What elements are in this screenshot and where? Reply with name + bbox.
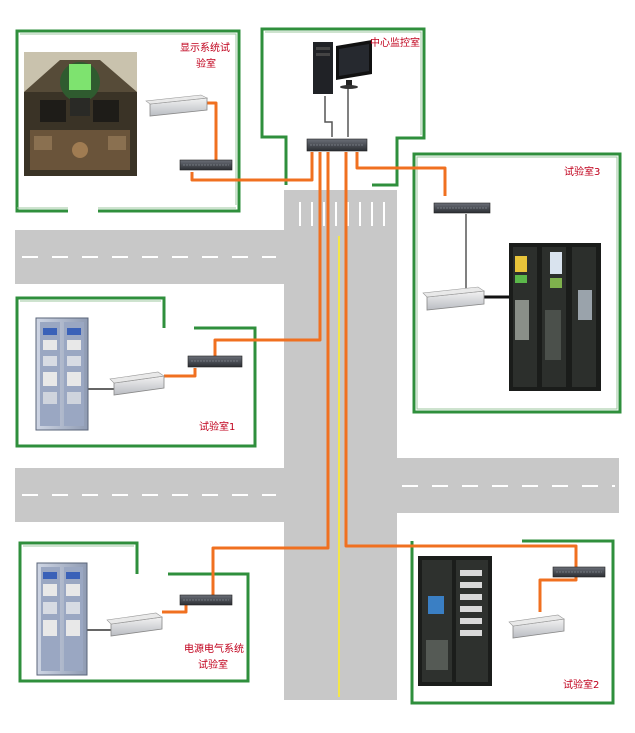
label-display-lab-line2: 验室 bbox=[196, 59, 216, 70]
lab2-server-unit bbox=[508, 614, 565, 639]
monitor-icon bbox=[336, 40, 372, 89]
label-power-lab-line2: 试验室 bbox=[198, 660, 228, 671]
wall-lab2 bbox=[410, 539, 615, 705]
lab3-server-unit bbox=[422, 286, 485, 311]
road-network bbox=[15, 190, 619, 700]
switch-lab1 bbox=[187, 355, 243, 368]
lab1-rack bbox=[35, 317, 89, 431]
vertical-road bbox=[284, 190, 397, 700]
cockpit-photo bbox=[24, 52, 137, 176]
cable-display-server bbox=[207, 101, 218, 162]
display-server-unit bbox=[145, 94, 209, 117]
cable-display-uplink bbox=[190, 152, 314, 182]
cable-lab1-server bbox=[164, 368, 197, 378]
cable-power-server bbox=[162, 604, 188, 614]
label-power-lab-line1: 电源电气系统 bbox=[184, 644, 244, 655]
computer-tower-icon bbox=[313, 42, 333, 94]
wall-lab3 bbox=[412, 152, 622, 414]
label-lab1: 试验室1 bbox=[199, 422, 236, 433]
cable-lab2-uplink bbox=[344, 152, 578, 612]
wall-lab1 bbox=[15, 296, 257, 448]
label-lab3: 试验室3 bbox=[564, 167, 601, 178]
lab1-server-unit bbox=[109, 371, 165, 396]
lab2-rack bbox=[418, 556, 492, 686]
cable-lab1-uplink bbox=[213, 152, 322, 356]
wall-power-lab bbox=[18, 541, 250, 683]
cable-power-uplink bbox=[211, 152, 330, 596]
cable-computer bbox=[324, 96, 333, 137]
label-display-lab-line1: 显示系统试 bbox=[180, 43, 230, 54]
label-lab2: 试验室2 bbox=[563, 680, 600, 691]
road-lane-dashes bbox=[22, 256, 615, 496]
power-server-unit bbox=[106, 612, 163, 637]
label-center-room: 中心监控室 bbox=[370, 38, 420, 49]
cable-lab3-uplink bbox=[355, 152, 447, 196]
power-lab-rack bbox=[36, 562, 88, 676]
equipment-rack-icon bbox=[509, 243, 601, 391]
crosswalk bbox=[299, 202, 385, 226]
wall-display-lab bbox=[15, 29, 241, 213]
room-walls bbox=[15, 27, 622, 705]
network-cables bbox=[162, 101, 578, 614]
